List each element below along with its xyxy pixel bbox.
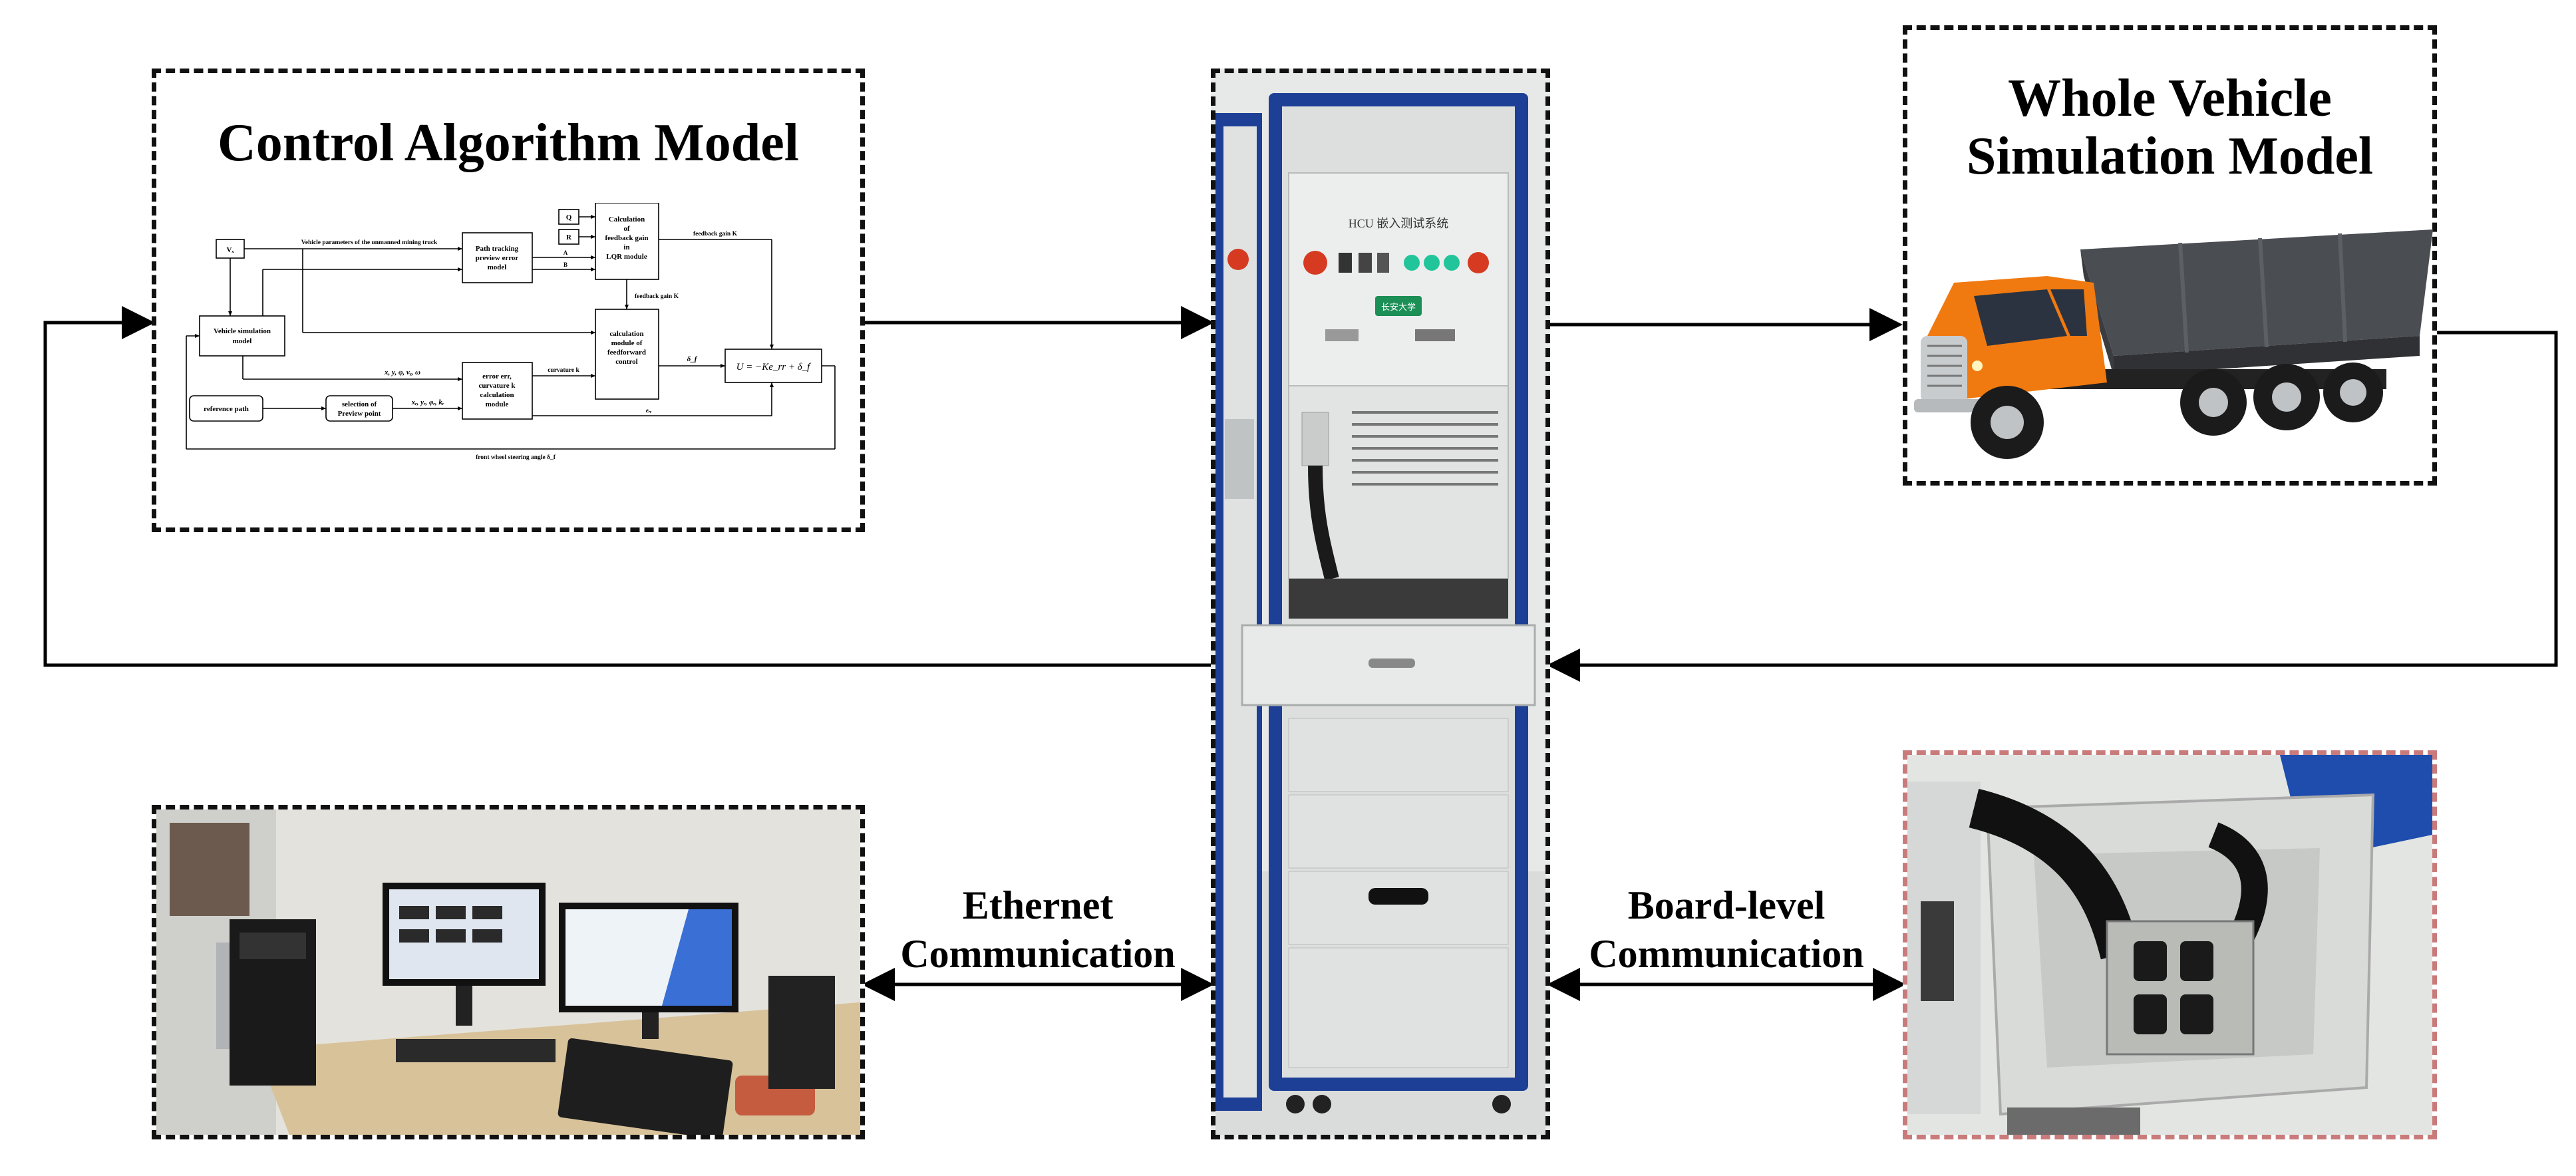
board-photo <box>1907 755 2432 1135</box>
reference-path-text: reference path <box>204 405 249 413</box>
lqr-text-3: feedback gain <box>605 234 648 242</box>
control-algorithm-box: Control Algorithm Model <box>152 69 865 532</box>
vehicle-sim-text-2: model <box>233 337 252 345</box>
feedforward-text-1: calculation <box>609 330 643 338</box>
preview-point-text-2: Preview point <box>338 410 381 418</box>
whole-vehicle-box: Whole Vehicle Simulation Model <box>1903 25 2437 486</box>
feedforward-text-3: feedforward <box>607 349 646 357</box>
lqr-text-4: in <box>623 243 629 251</box>
delta-f-text: δ_f <box>687 355 698 363</box>
error-module-text-2: curvature k <box>478 382 516 390</box>
emergency-stop-button <box>1303 251 1327 275</box>
truck-wheels <box>1971 363 2383 459</box>
ethernet-label-2: Communication <box>900 932 1176 976</box>
cabinet-logo-text: 长安大学 <box>1381 302 1416 312</box>
curvature-text: curvature k <box>548 367 579 374</box>
feedforward-text-4: control <box>615 358 637 366</box>
q-text: Q <box>566 214 572 221</box>
board-level-label-1: Board-level <box>1627 883 1826 927</box>
error-module-text-1: error err, <box>482 372 512 380</box>
state-vars-text: x, y, φ, vᵧ, ω <box>384 368 420 376</box>
laptop <box>558 1038 733 1135</box>
error-module-block <box>462 362 533 420</box>
whole-vehicle-title-2: Simulation Model <box>1966 127 2374 186</box>
path-tracking-text-3: model <box>488 263 507 271</box>
whole-vehicle-title-1: Whole Vehicle <box>2008 69 2332 128</box>
vx-text: Vₓ <box>226 246 234 254</box>
a-text: A <box>564 249 568 256</box>
err-text: eᵣᵣ <box>646 408 652 414</box>
error-module-text-4: module <box>486 400 509 408</box>
feedforward-text-2: module of <box>611 339 643 347</box>
board-photo-box <box>1903 750 2437 1139</box>
hil-cabinet-photo: HCU 嵌入测试系统 长安大学 <box>1215 73 1545 1135</box>
host-pc-photo <box>156 809 860 1135</box>
control-block-diagram: Vₓ Vehicle parameters of the unmanned mi… <box>186 203 836 461</box>
control-law-text: U = −Ke_rr + δ_f <box>736 362 812 372</box>
arrow-hil-to-control <box>43 306 1211 667</box>
arrow-vehicle-to-hil <box>1547 331 2558 682</box>
lqr-text-5: LQR module <box>606 253 647 261</box>
hil-cabinet-box: HCU 嵌入测试系统 长安大学 <box>1211 69 1550 1139</box>
ethernet-label-1: Ethernet <box>962 883 1114 927</box>
r-text: R <box>566 233 572 241</box>
preview-vars-text: xᵣ, yᵣ, φᵣ, kᵣ <box>411 398 444 406</box>
error-module-text-3: calculation <box>480 391 514 399</box>
feedback-gain-top-text: feedback gain K <box>693 231 738 237</box>
path-tracking-text-1: Path tracking <box>476 245 519 253</box>
preview-point-text-1: selection of <box>342 400 377 408</box>
lqr-text-1: Calculation <box>609 216 645 223</box>
lqr-text-2: of <box>623 225 630 233</box>
vehicle-params-text: Vehicle parameters of the unmanned minin… <box>301 239 438 246</box>
keyboard <box>396 1039 556 1062</box>
b-text: B <box>564 261 567 268</box>
steering-angle-text: front wheel steering angle δ_f <box>476 454 556 461</box>
dump-truck-image <box>1914 229 2433 459</box>
path-tracking-text-2: preview error <box>476 254 519 262</box>
interface-board <box>2106 920 2255 1056</box>
control-algorithm-title: Control Algorithm Model <box>217 114 800 172</box>
host-pc-photo-box <box>152 805 865 1139</box>
feedback-gain-text: feedback gain K <box>635 293 679 300</box>
vehicle-sim-block <box>199 315 285 357</box>
cabinet-panel-title: HCU 嵌入测试系统 <box>1349 217 1449 230</box>
vehicle-sim-text-1: Vehicle simulation <box>214 327 271 335</box>
board-level-label-2: Communication <box>1589 932 1864 976</box>
